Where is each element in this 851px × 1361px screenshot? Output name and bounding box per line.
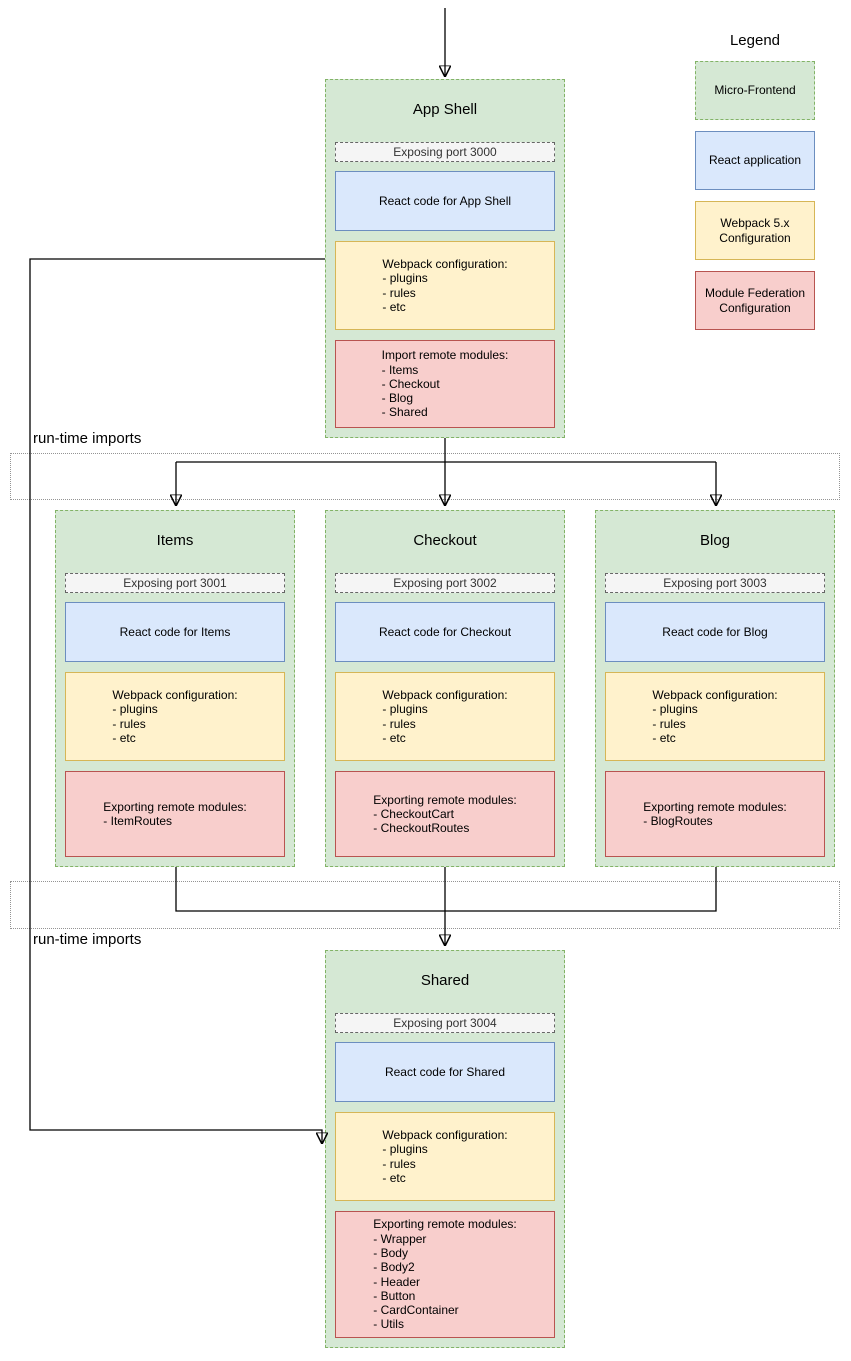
node-app-shell-federation-label: Import remote modules: - Items - Checkou… — [381, 348, 509, 420]
node-app-shell-react-box: React code for App Shell — [335, 171, 555, 231]
node-blog: Blog Exposing port 3003 React code for B… — [595, 510, 835, 867]
node-checkout-port-box: Exposing port 3002 — [335, 573, 555, 593]
legend-label-webpack-configuration: Webpack 5.x Configuration — [719, 216, 791, 245]
node-app-shell-port-label: Exposing port 3000 — [393, 145, 497, 159]
node-checkout-react-box: React code for Checkout — [335, 602, 555, 662]
node-items-webpack-label: Webpack configuration: - plugins - rules… — [112, 687, 238, 745]
node-blog-port-box: Exposing port 3003 — [605, 573, 825, 593]
node-app-shell-webpack-label: Webpack configuration: - plugins - rules… — [382, 256, 508, 314]
node-checkout-webpack-label: Webpack configuration: - plugins - rules… — [382, 687, 508, 745]
node-items: Items Exposing port 3001 React code for … — [55, 510, 295, 867]
node-shared-react-box: React code for Shared — [335, 1042, 555, 1102]
node-checkout-federation-label: Exporting remote modules: - CheckoutCart… — [373, 792, 517, 836]
legend-item-micro-frontend: Micro-Frontend — [695, 61, 815, 120]
node-blog-webpack-box: Webpack configuration: - plugins - rules… — [605, 672, 825, 761]
node-checkout-federation-box: Exporting remote modules: - CheckoutCart… — [335, 771, 555, 857]
node-checkout: Checkout Exposing port 3002 React code f… — [325, 510, 565, 867]
node-blog-port-label: Exposing port 3003 — [663, 576, 767, 590]
legend-title: Legend — [729, 32, 781, 49]
legend-item-webpack-configuration: Webpack 5.x Configuration — [695, 201, 815, 260]
node-shared-federation-box: Exporting remote modules: - Wrapper - Bo… — [335, 1211, 555, 1338]
node-app-shell: App Shell Exposing port 3000 React code … — [325, 79, 565, 438]
node-items-webpack-box: Webpack configuration: - plugins - rules… — [65, 672, 285, 761]
runtime-imports-band-bottom — [10, 881, 840, 929]
runtime-imports-band-top — [10, 453, 840, 500]
legend-label-micro-frontend: Micro-Frontend — [714, 83, 796, 98]
node-shared-react-label: React code for Shared — [384, 1065, 506, 1079]
node-items-title: Items — [156, 532, 194, 549]
node-shared-webpack-box: Webpack configuration: - plugins - rules… — [335, 1112, 555, 1201]
node-checkout-react-label: React code for Checkout — [378, 625, 512, 639]
node-checkout-webpack-box: Webpack configuration: - plugins - rules… — [335, 672, 555, 761]
legend-label-module-federation: Module Federation Configuration — [704, 286, 806, 315]
node-items-federation-label: Exporting remote modules: - ItemRoutes — [103, 799, 247, 828]
node-app-shell-federation-box: Import remote modules: - Items - Checkou… — [335, 340, 555, 428]
node-items-react-box: React code for Items — [65, 602, 285, 662]
node-items-federation-box: Exporting remote modules: - ItemRoutes — [65, 771, 285, 857]
node-items-port-box: Exposing port 3001 — [65, 573, 285, 593]
node-shared-port-label: Exposing port 3004 — [393, 1016, 497, 1030]
node-blog-react-box: React code for Blog — [605, 602, 825, 662]
node-checkout-port-label: Exposing port 3002 — [393, 576, 497, 590]
runtime-imports-label-top: run-time imports — [33, 430, 142, 447]
node-items-react-label: React code for Items — [119, 625, 231, 639]
node-checkout-title: Checkout — [413, 532, 477, 549]
legend-label-react-application: React application — [708, 153, 802, 168]
node-app-shell-webpack-box: Webpack configuration: - plugins - rules… — [335, 241, 555, 330]
node-shared: Shared Exposing port 3004 React code for… — [325, 950, 565, 1348]
node-app-shell-port-box: Exposing port 3000 — [335, 142, 555, 162]
node-app-shell-react-label: React code for App Shell — [378, 194, 512, 208]
node-shared-port-box: Exposing port 3004 — [335, 1013, 555, 1033]
legend-item-module-federation: Module Federation Configuration — [695, 271, 815, 330]
node-blog-webpack-label: Webpack configuration: - plugins - rules… — [652, 687, 778, 745]
runtime-imports-label-bottom: run-time imports — [33, 931, 142, 948]
legend: Legend Micro-Frontend React application … — [695, 30, 815, 341]
node-blog-federation-label: Exporting remote modules: - BlogRoutes — [643, 799, 787, 828]
node-shared-federation-label: Exporting remote modules: - Wrapper - Bo… — [373, 1217, 517, 1332]
node-app-shell-title: App Shell — [412, 101, 478, 118]
node-blog-title: Blog — [699, 532, 731, 549]
node-shared-webpack-label: Webpack configuration: - plugins - rules… — [382, 1127, 508, 1185]
node-items-port-label: Exposing port 3001 — [123, 576, 227, 590]
legend-item-react-application: React application — [695, 131, 815, 190]
node-shared-title: Shared — [420, 972, 470, 989]
node-blog-react-label: React code for Blog — [662, 625, 768, 639]
node-blog-federation-box: Exporting remote modules: - BlogRoutes — [605, 771, 825, 857]
